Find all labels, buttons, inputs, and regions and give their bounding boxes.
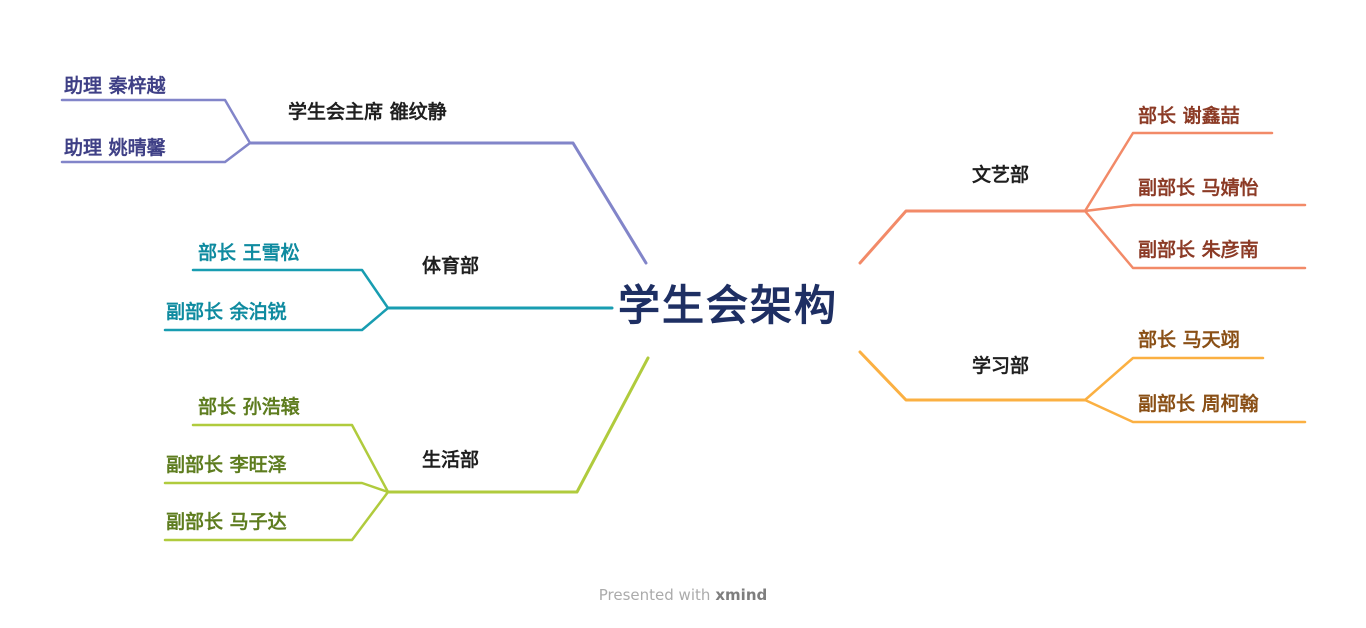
node-arts-child-0[interactable]: 部长 谢鑫喆: [1138, 105, 1240, 127]
president-branch-line: [248, 141, 648, 265]
president-child-1-line: [60, 141, 252, 164]
branch-president-label[interactable]: 学生会主席 雒纹静: [288, 101, 447, 123]
sports-child-0-line: [191, 268, 390, 310]
arts-child-2-line: [1083, 209, 1307, 270]
node-life-child-2[interactable]: 副部长 马子达: [166, 511, 287, 533]
node-arts-child-1[interactable]: 副部长 马婧怡: [1138, 177, 1259, 199]
node-life-child-1[interactable]: 副部长 李旺泽: [166, 454, 287, 476]
branch-life-label[interactable]: 生活部: [422, 449, 480, 471]
node-arts-child-2[interactable]: 副部长 朱彦南: [1138, 239, 1259, 261]
life-branch-line: [386, 356, 650, 494]
life-child-1-line: [163, 481, 390, 494]
life-child-2-line: [163, 490, 390, 542]
node-study-child-0[interactable]: 部长 马天翊: [1138, 329, 1240, 351]
study-child-1-line: [1083, 398, 1307, 424]
arts-child-1-line: [1083, 203, 1307, 213]
node-sports-child-1[interactable]: 副部长 余泊锐: [166, 301, 287, 323]
node-assistant-0[interactable]: 助理 秦梓越: [64, 75, 166, 97]
node-assistant-1[interactable]: 助理 姚晴馨: [64, 137, 166, 159]
branch-sports-label[interactable]: 体育部: [422, 255, 480, 277]
branch-arts-label[interactable]: 文艺部: [972, 164, 1030, 186]
xmind-brand: xmind: [715, 586, 768, 604]
node-sports-child-0[interactable]: 部长 王雪松: [198, 242, 300, 264]
central-topic[interactable]: 学生会架构: [618, 281, 839, 330]
branch-study-label[interactable]: 学习部: [972, 355, 1030, 377]
president-child-0-line: [60, 98, 252, 145]
arts-child-0-line: [1083, 131, 1274, 213]
node-study-child-1[interactable]: 副部长 周柯翰: [1138, 393, 1259, 415]
sports-child-1-line: [163, 306, 390, 332]
study-branch-line: [858, 350, 1087, 402]
node-life-child-0[interactable]: 部长 孙浩辕: [198, 396, 300, 418]
arts-branch-line: [858, 209, 1087, 265]
life-child-0-line: [191, 423, 390, 494]
study-child-0-line: [1083, 356, 1265, 402]
footer-credit-text: Presented with: [598, 586, 711, 604]
